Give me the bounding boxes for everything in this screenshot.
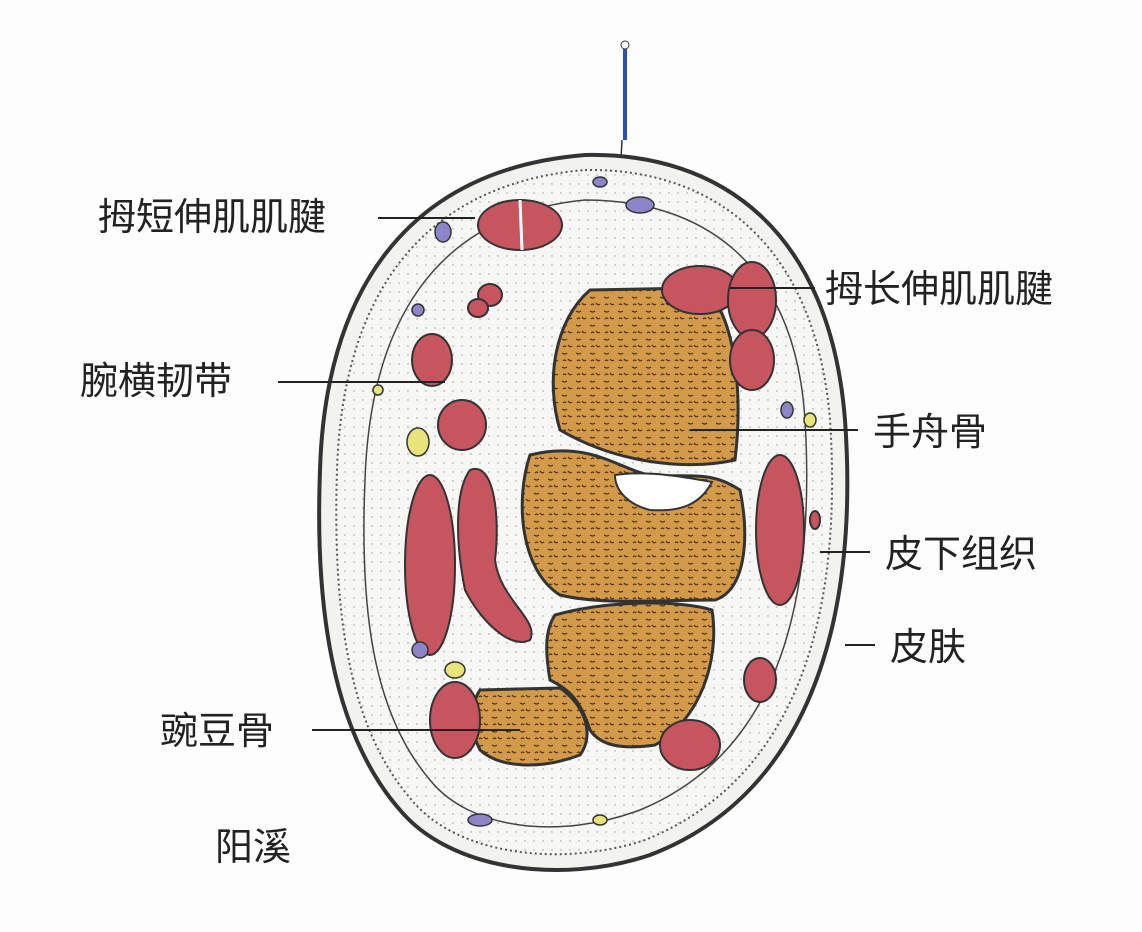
lunate-cavity [613,472,714,512]
triquetrum-bone [545,601,716,749]
tendons [404,199,821,771]
label-acupoint: 阳溪 [215,825,292,869]
label-pisiform: 豌豆骨 [160,709,275,753]
needle-handle [620,40,630,50]
leader-lines [278,217,875,731]
pisiform-bone [471,686,589,767]
label-subcutaneous: 皮下组织 [885,532,1038,576]
vessels [372,176,817,827]
label-skin: 皮肤 [890,625,967,669]
scaphoid-bone [551,286,740,467]
label-flexor-retinaculum: 腕横韧带 [80,359,233,403]
epl-tendon [661,265,739,315]
label-epb-tendon: 拇短伸肌肌腱 [98,195,327,239]
label-scaphoid: 手舟骨 [873,410,988,454]
label-epl-tendon: 拇长伸肌肌腱 [825,267,1054,311]
